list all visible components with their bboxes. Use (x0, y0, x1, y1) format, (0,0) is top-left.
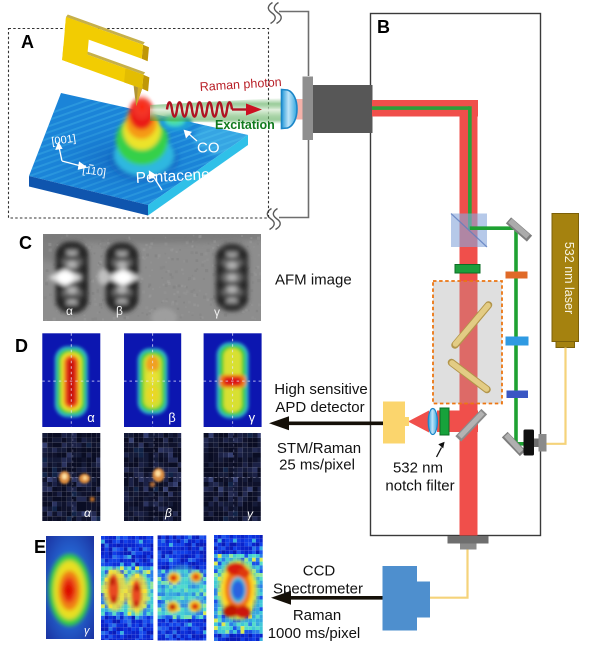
svg-text:γ: γ (84, 625, 91, 637)
svg-text:α: α (66, 304, 73, 318)
svg-text:Spectrometer: Spectrometer (273, 581, 363, 598)
svg-text:α: α (87, 410, 95, 425)
svg-text:α: α (84, 506, 92, 520)
svg-text:AFM image: AFM image (275, 272, 352, 289)
svg-text:Excitation: Excitation (215, 118, 275, 132)
svg-text:B: B (377, 17, 390, 37)
svg-text:25 ms/pixel: 25 ms/pixel (279, 457, 355, 474)
svg-text:β: β (168, 410, 175, 425)
svg-text:Raman: Raman (293, 607, 341, 624)
svg-text:532 nm laser: 532 nm laser (562, 242, 576, 314)
svg-text:CO: CO (197, 140, 220, 157)
svg-text:532 nm: 532 nm (393, 460, 443, 477)
svg-text:Pentacene: Pentacene (135, 166, 210, 187)
svg-text:Raman photon: Raman photon (199, 75, 282, 94)
svg-text:γ: γ (249, 410, 256, 425)
svg-text:STM/Raman: STM/Raman (277, 440, 361, 457)
svg-text:β: β (164, 506, 172, 520)
svg-text:γ: γ (214, 305, 220, 319)
svg-text:A: A (21, 32, 34, 52)
svg-text:[110]: [110] (82, 164, 107, 179)
svg-text:γ: γ (247, 507, 254, 521)
svg-text:[001]: [001] (51, 133, 77, 148)
svg-text:High sensitive: High sensitive (274, 381, 367, 398)
svg-text:APD detector: APD detector (275, 399, 364, 416)
svg-text:β: β (116, 304, 123, 318)
svg-text:notch filter: notch filter (385, 478, 454, 495)
svg-text:CCD: CCD (303, 563, 336, 580)
svg-text:1000 ms/pixel: 1000 ms/pixel (268, 625, 361, 642)
svg-text:C: C (19, 233, 32, 253)
svg-text:D: D (15, 336, 28, 356)
svg-text:E: E (34, 537, 46, 557)
